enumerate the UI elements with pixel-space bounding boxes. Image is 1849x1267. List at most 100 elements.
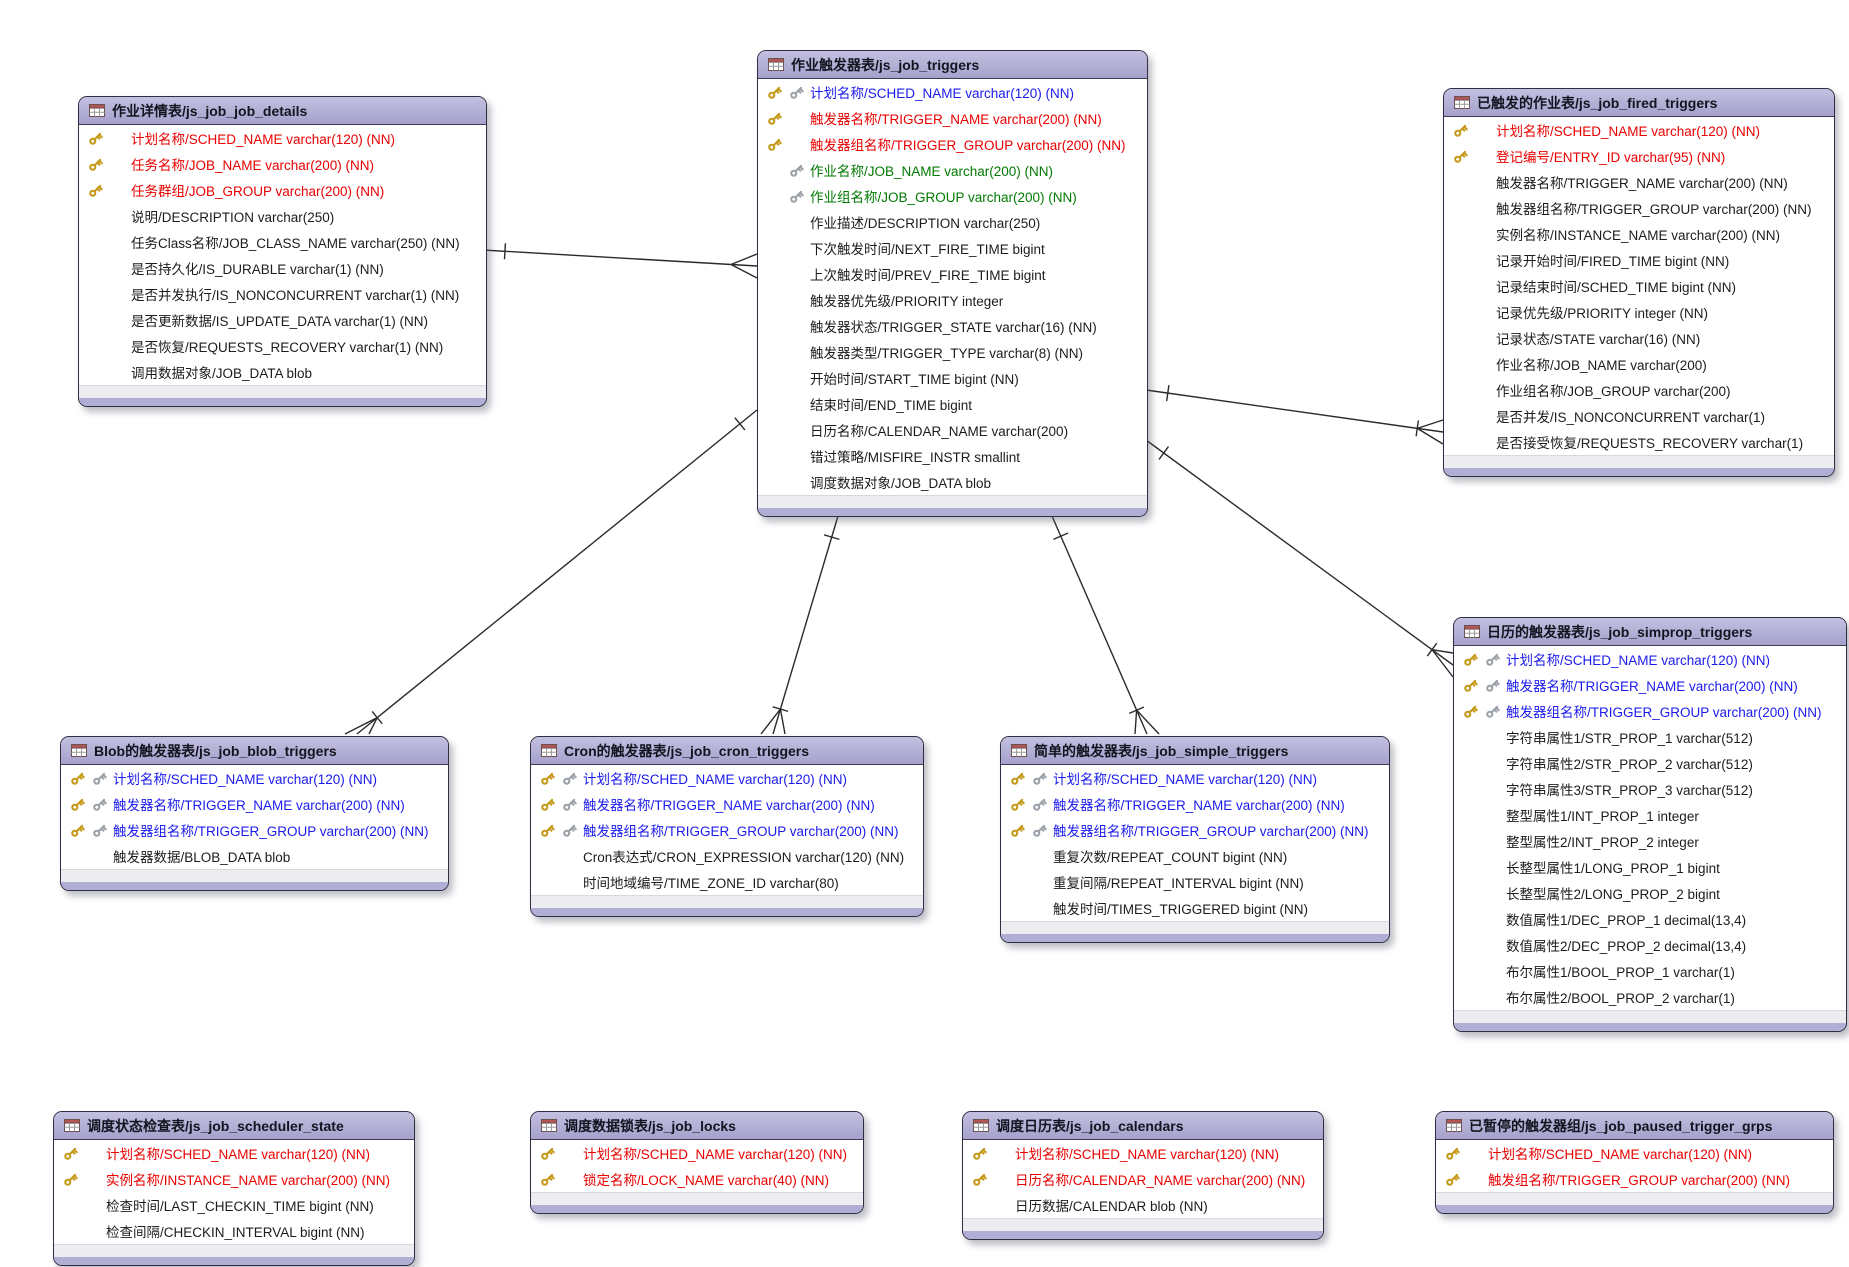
field-row[interactable]: 重复次数/REPEAT_COUNT bigint (NN) (1001, 843, 1389, 869)
field-row[interactable]: 任务群组/JOB_GROUP varchar(200) (NN) (79, 177, 486, 203)
field-row[interactable]: 计划名称/SCHED_NAME varchar(120) (NN) (531, 765, 923, 791)
field-row[interactable]: 触发器组名称/TRIGGER_GROUP varchar(200) (NN) (758, 131, 1147, 157)
field-row[interactable]: 开始时间/START_TIME bigint (NN) (758, 365, 1147, 391)
field-row[interactable]: 触发器数据/BLOB_DATA blob (61, 843, 448, 869)
field-row[interactable]: 布尔属性2/BOOL_PROP_2 varchar(1) (1454, 984, 1846, 1010)
field-row[interactable]: 记录结束时间/SCHED_TIME bigint (NN) (1444, 273, 1834, 299)
field-row[interactable]: 触发器名称/TRIGGER_NAME varchar(200) (NN) (1454, 672, 1846, 698)
field-row[interactable]: 是否持久化/IS_DURABLE varchar(1) (NN) (79, 255, 486, 281)
field-row[interactable]: 重复间隔/REPEAT_INTERVAL bigint (NN) (1001, 869, 1389, 895)
field-row[interactable]: 调用数据对象/JOB_DATA blob (79, 359, 486, 385)
field-row[interactable]: 触发时间/TIMES_TRIGGERED bigint (NN) (1001, 895, 1389, 921)
field-row[interactable]: 日历名称/CALENDAR_NAME varchar(200) (758, 417, 1147, 443)
entity-header[interactable]: 调度日历表/js_job_calendars (963, 1112, 1323, 1140)
field-row[interactable]: 作业名称/JOB_NAME varchar(200) (NN) (758, 157, 1147, 183)
field-row[interactable]: 结束时间/END_TIME bigint (758, 391, 1147, 417)
field-row[interactable]: 作业组名称/JOB_GROUP varchar(200) (NN) (758, 183, 1147, 209)
field-row[interactable]: 记录状态/STATE varchar(16) (NN) (1444, 325, 1834, 351)
field-row[interactable]: 日历名称/CALENDAR_NAME varchar(200) (NN) (963, 1166, 1323, 1192)
field-row[interactable]: 触发器名称/TRIGGER_NAME varchar(200) (NN) (758, 105, 1147, 131)
field-row[interactable]: 实例名称/INSTANCE_NAME varchar(200) (NN) (54, 1166, 414, 1192)
field-row[interactable]: 触发器组名称/TRIGGER_GROUP varchar(200) (NN) (1444, 195, 1834, 221)
field-row[interactable]: 任务Class名称/JOB_CLASS_NAME varchar(250) (N… (79, 229, 486, 255)
field-row[interactable]: 是否并发执行/IS_NONCONCURRENT varchar(1) (NN) (79, 281, 486, 307)
field-row[interactable]: 触发器状态/TRIGGER_STATE varchar(16) (NN) (758, 313, 1147, 339)
field-row[interactable]: 字符串属性2/STR_PROP_2 varchar(512) (1454, 750, 1846, 776)
field-row[interactable]: 计划名称/SCHED_NAME varchar(120) (NN) (1001, 765, 1389, 791)
field-row[interactable]: 计划名称/SCHED_NAME varchar(120) (NN) (758, 79, 1147, 105)
entity-header[interactable]: 已触发的作业表/js_job_fired_triggers (1444, 89, 1834, 117)
field-row[interactable]: 数值属性1/DEC_PROP_1 decimal(13,4) (1454, 906, 1846, 932)
entity-header[interactable]: 调度状态检查表/js_job_scheduler_state (54, 1112, 414, 1140)
field-row[interactable]: 是否接受恢复/REQUESTS_RECOVERY varchar(1) (1444, 429, 1834, 455)
field-row[interactable]: 计划名称/SCHED_NAME varchar(120) (NN) (54, 1140, 414, 1166)
entity-header[interactable]: 作业触发器表/js_job_triggers (758, 51, 1147, 79)
field-row[interactable]: 计划名称/SCHED_NAME varchar(120) (NN) (1454, 646, 1846, 672)
field-row[interactable]: 长整型属性2/LONG_PROP_2 bigint (1454, 880, 1846, 906)
field-row[interactable]: 整型属性1/INT_PROP_1 integer (1454, 802, 1846, 828)
field-row[interactable]: 检查间隔/CHECKIN_INTERVAL bigint (NN) (54, 1218, 414, 1244)
field-row[interactable]: 是否恢复/REQUESTS_RECOVERY varchar(1) (NN) (79, 333, 486, 359)
field-row[interactable]: 触发器名称/TRIGGER_NAME varchar(200) (NN) (1001, 791, 1389, 817)
field-row[interactable]: 作业组名称/JOB_GROUP varchar(200) (1444, 377, 1834, 403)
entity-header[interactable]: 作业详情表/js_job_job_details (79, 97, 486, 125)
field-row[interactable]: 记录开始时间/FIRED_TIME bigint (NN) (1444, 247, 1834, 273)
field-row[interactable]: 触发器组名称/TRIGGER_GROUP varchar(200) (NN) (531, 817, 923, 843)
field-row[interactable]: 记录优先级/PRIORITY integer (NN) (1444, 299, 1834, 325)
field-row[interactable]: 作业描述/DESCRIPTION varchar(250) (758, 209, 1147, 235)
entity-header[interactable]: 调度数据锁表/js_job_locks (531, 1112, 863, 1140)
field-row[interactable]: 触发器类型/TRIGGER_TYPE varchar(8) (NN) (758, 339, 1147, 365)
field-row[interactable]: 触发器优先级/PRIORITY integer (758, 287, 1147, 313)
field-row[interactable]: 检查时间/LAST_CHECKIN_TIME bigint (NN) (54, 1192, 414, 1218)
field-row[interactable]: 数值属性2/DEC_PROP_2 decimal(13,4) (1454, 932, 1846, 958)
entity-header[interactable]: Blob的触发器表/js_job_blob_triggers (61, 737, 448, 765)
field-row[interactable]: 错过策略/MISFIRE_INSTR smallint (758, 443, 1147, 469)
field-row[interactable]: 字符串属性1/STR_PROP_1 varchar(512) (1454, 724, 1846, 750)
field-row[interactable]: 计划名称/SCHED_NAME varchar(120) (NN) (61, 765, 448, 791)
field-row[interactable]: 调度数据对象/JOB_DATA blob (758, 469, 1147, 495)
field-row[interactable]: 任务名称/JOB_NAME varchar(200) (NN) (79, 151, 486, 177)
field-row[interactable]: 说明/DESCRIPTION varchar(250) (79, 203, 486, 229)
field-row[interactable]: 触发器名称/TRIGGER_NAME varchar(200) (NN) (1444, 169, 1834, 195)
field-row[interactable]: 触发器名称/TRIGGER_NAME varchar(200) (NN) (61, 791, 448, 817)
field-row[interactable]: 登记编号/ENTRY_ID varchar(95) (NN) (1444, 143, 1834, 169)
entity-header[interactable]: 简单的触发器表/js_job_simple_triggers (1001, 737, 1389, 765)
field-row[interactable]: 上次触发时间/PREV_FIRE_TIME bigint (758, 261, 1147, 287)
field-row[interactable]: 锁定名称/LOCK_NAME varchar(40) (NN) (531, 1166, 863, 1192)
field-row[interactable]: 字符串属性3/STR_PROP_3 varchar(512) (1454, 776, 1846, 802)
field-row[interactable]: 是否更新数据/IS_UPDATE_DATA varchar(1) (NN) (79, 307, 486, 333)
entity-header[interactable]: 日历的触发器表/js_job_simprop_triggers (1454, 618, 1846, 646)
field-row[interactable]: 实例名称/INSTANCE_NAME varchar(200) (NN) (1444, 221, 1834, 247)
field-row[interactable]: 计划名称/SCHED_NAME varchar(120) (NN) (79, 125, 486, 151)
field-row[interactable]: 触发器组名称/TRIGGER_GROUP varchar(200) (NN) (61, 817, 448, 843)
field-row[interactable]: 整型属性2/INT_PROP_2 integer (1454, 828, 1846, 854)
field-row[interactable]: 触发器名称/TRIGGER_NAME varchar(200) (NN) (531, 791, 923, 817)
field-row[interactable]: 日历数据/CALENDAR blob (NN) (963, 1192, 1323, 1218)
field-row[interactable]: 下次触发时间/NEXT_FIRE_TIME bigint (758, 235, 1147, 261)
entity-header[interactable]: Cron的触发器表/js_job_cron_triggers (531, 737, 923, 765)
field-row[interactable]: 计划名称/SCHED_NAME varchar(120) (NN) (1444, 117, 1834, 143)
field-row[interactable]: 触发器组名称/TRIGGER_GROUP varchar(200) (NN) (1454, 698, 1846, 724)
field-row[interactable]: 计划名称/SCHED_NAME varchar(120) (NN) (531, 1140, 863, 1166)
field-row[interactable]: 长整型属性1/LONG_PROP_1 bigint (1454, 854, 1846, 880)
field-row[interactable]: 计划名称/SCHED_NAME varchar(120) (NN) (963, 1140, 1323, 1166)
field-row[interactable]: 作业名称/JOB_NAME varchar(200) (1444, 351, 1834, 377)
field-row[interactable]: 触发器组名称/TRIGGER_GROUP varchar(200) (NN) (1001, 817, 1389, 843)
entity-header[interactable]: 已暂停的触发器组/js_job_paused_trigger_grps (1436, 1112, 1833, 1140)
field-row[interactable]: 触发组名称/TRIGGER_GROUP varchar(200) (NN) (1436, 1166, 1833, 1192)
field-row[interactable]: 时间地域编号/TIME_ZONE_ID varchar(80) (531, 869, 923, 895)
field-row[interactable]: 布尔属性1/BOOL_PROP_1 varchar(1) (1454, 958, 1846, 984)
field-row[interactable]: 是否并发/IS_NONCONCURRENT varchar(1) (1444, 403, 1834, 429)
field-row[interactable]: Cron表达式/CRON_EXPRESSION varchar(120) (NN… (531, 843, 923, 869)
